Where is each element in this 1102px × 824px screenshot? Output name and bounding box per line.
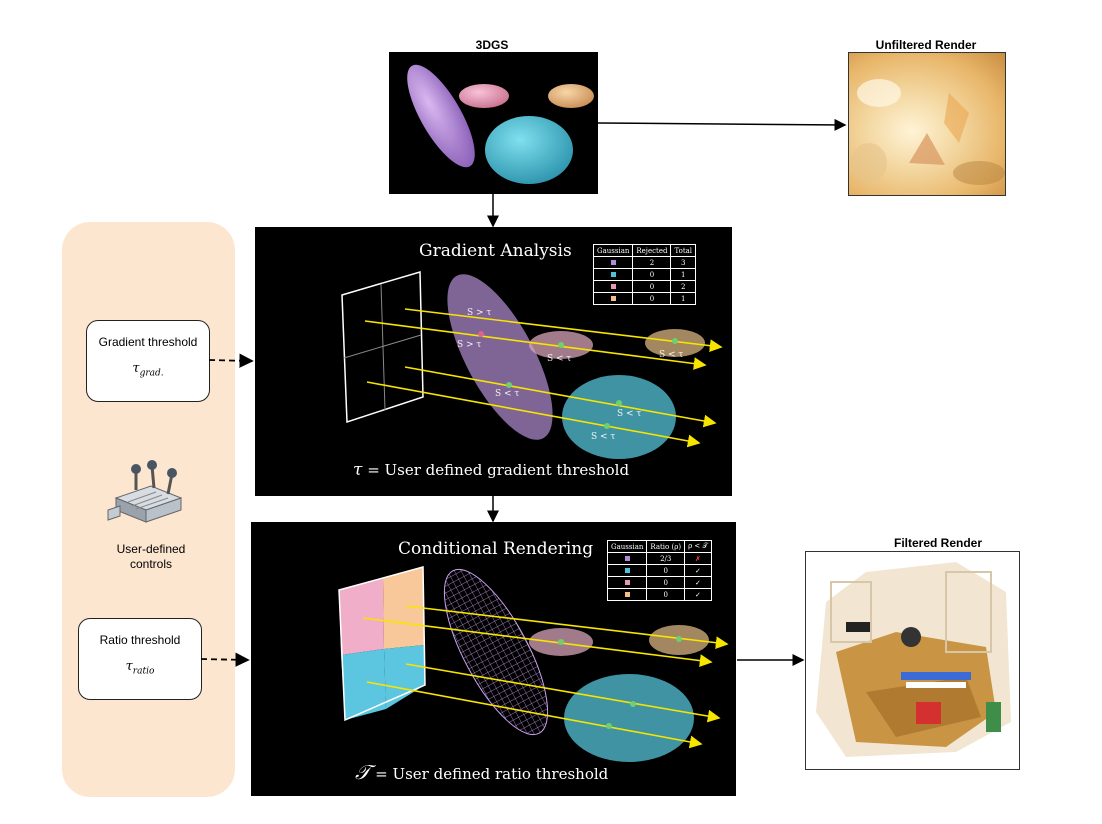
control-levers-icon bbox=[106, 458, 186, 533]
gaussians-3dgs-panel bbox=[389, 52, 598, 194]
label-s-lt-tau: S < τ bbox=[547, 354, 571, 364]
title-3dgs: 3DGS bbox=[475, 38, 509, 52]
label-s-lt-tau: S < τ bbox=[495, 389, 519, 399]
pink-gaussian bbox=[459, 84, 509, 108]
ratio-threshold-box[interactable]: Ratio threshold τratio bbox=[78, 618, 202, 700]
gradient-threshold-label: Gradient threshold bbox=[98, 335, 198, 349]
gradient-analysis-panel: Gradient Analysis Gaussian Rejected Tota… bbox=[255, 227, 732, 496]
render-table-row: 0✓ bbox=[606, 588, 712, 601]
dashed-arrow-gradient-control bbox=[208, 353, 254, 368]
ratio-threshold-label: Ratio threshold bbox=[99, 633, 181, 647]
ray bbox=[366, 681, 703, 749]
label-s-gt-tau: S > τ bbox=[467, 308, 491, 318]
title-unfiltered-render: Unfiltered Render bbox=[875, 38, 977, 52]
ray bbox=[404, 308, 723, 353]
cyan-gaussian bbox=[564, 674, 694, 762]
ray bbox=[364, 320, 707, 370]
gaussians-illustration bbox=[407, 64, 594, 184]
unfiltered-render-image bbox=[848, 52, 1006, 196]
ray bbox=[405, 605, 729, 650]
gradient-analysis-heading: Gradient Analysis bbox=[419, 241, 572, 261]
gradient-threshold-box[interactable]: Gradient threshold τgrad. bbox=[86, 320, 210, 402]
title-filtered-render: Filtered Render bbox=[893, 536, 983, 550]
image-plane bbox=[341, 271, 424, 424]
image-plane-quad-cyan-left bbox=[341, 649, 386, 720]
image-plane-quad-cyan-right bbox=[384, 645, 425, 709]
gradient-table-header-total: Total bbox=[670, 244, 697, 257]
purple-gaussian bbox=[407, 64, 475, 168]
render-table: Gaussian Ratio (ρ) ρ < 𝒯 2/3✗ 0✓ 0✓ 0✓ bbox=[606, 540, 712, 601]
gradient-ray-illustration: S > τ S > τ S < τ S < τ S < τ S < τ S < … bbox=[341, 271, 723, 459]
image-plane-quad-orange bbox=[383, 567, 424, 649]
ratio-threshold-symbol: τratio bbox=[125, 659, 155, 677]
arrow-3dgs-to-unfiltered bbox=[597, 118, 847, 131]
cyan-gaussian bbox=[485, 116, 573, 184]
orange-gaussian bbox=[548, 84, 594, 108]
ray bbox=[362, 617, 713, 667]
render-caption: 𝒯 = User defined ratio threshold bbox=[355, 760, 609, 784]
label-s-lt-tau: S < τ bbox=[591, 432, 615, 442]
label-s-gt-tau: S > τ bbox=[457, 340, 481, 350]
purple-gaussian bbox=[447, 274, 553, 440]
conditional-rendering-panel: Conditional Rendering Gaussian Ratio (ρ)… bbox=[251, 522, 736, 796]
label-s-lt-tau: S < τ bbox=[617, 409, 641, 419]
image-plane-quad-pink bbox=[339, 578, 384, 655]
ray bbox=[366, 381, 701, 448]
dashed-arrow-ratio-control bbox=[200, 652, 250, 667]
gradient-threshold-symbol: τgrad. bbox=[132, 361, 164, 379]
render-ray-illustration bbox=[338, 566, 729, 762]
conditional-rendering-heading: Conditional Rendering bbox=[398, 539, 594, 559]
filtered-render-image bbox=[805, 551, 1020, 770]
user-defined-controls-label: User-defined controls bbox=[116, 542, 186, 571]
purple-wireframe-gaussian bbox=[443, 568, 549, 736]
label-s-lt-tau: S < τ bbox=[659, 350, 683, 360]
gradient-caption: τ = User defined gradient threshold bbox=[353, 460, 630, 480]
ray bbox=[404, 366, 717, 428]
ray bbox=[405, 663, 721, 723]
cyan-gaussian bbox=[562, 375, 676, 459]
